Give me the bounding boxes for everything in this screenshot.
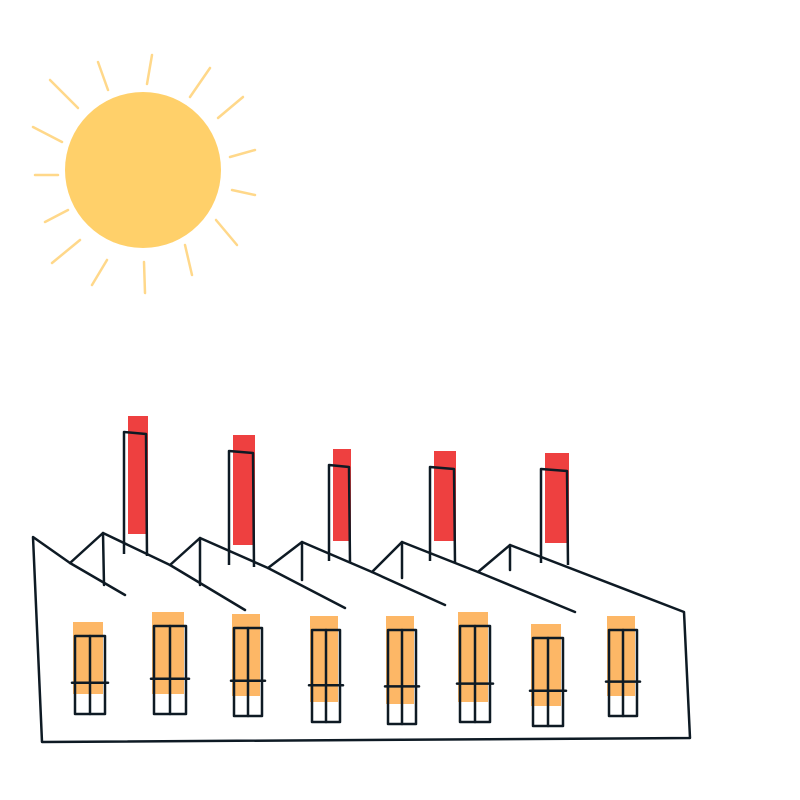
sun-ray	[31, 125, 64, 144]
sun-ray	[48, 78, 80, 110]
sun-disc	[65, 92, 221, 248]
factory-windows	[70, 612, 642, 728]
sun-icon	[31, 53, 257, 295]
sun-ray	[183, 243, 194, 277]
window-fill	[152, 612, 184, 694]
chimney-outline	[428, 465, 457, 564]
sun-ray	[96, 60, 110, 92]
sun-ray	[188, 66, 212, 99]
sun-ray	[145, 53, 154, 86]
sun-ray	[214, 218, 239, 247]
sun-ray	[142, 260, 147, 295]
chimney-fill	[545, 453, 569, 543]
sun-ray	[90, 258, 109, 287]
sun-ray	[228, 148, 257, 159]
chimney-outline	[122, 430, 149, 557]
roof-line	[370, 570, 447, 607]
window-fill	[607, 616, 635, 696]
building-outline	[31, 531, 692, 744]
roof-line	[68, 561, 127, 597]
sun-ray	[216, 95, 245, 120]
factory-building	[31, 531, 692, 744]
chimney-outline	[327, 463, 352, 564]
sun-ray	[50, 238, 82, 265]
window-fill	[232, 614, 260, 696]
sun-ray	[230, 188, 257, 197]
chimney-outline	[227, 449, 256, 568]
sun-ray	[43, 208, 70, 224]
roof-line	[168, 563, 247, 612]
chimney-fill	[128, 416, 148, 534]
chimney-fill	[434, 451, 456, 541]
roof-line	[476, 570, 577, 614]
chimney-fill	[233, 435, 255, 545]
roof-line	[101, 531, 106, 587]
chimney-fill	[333, 449, 351, 541]
chimney-outline	[539, 467, 570, 566]
roof-line	[266, 566, 347, 610]
chimneys	[122, 416, 570, 568]
window-fill	[531, 624, 561, 706]
